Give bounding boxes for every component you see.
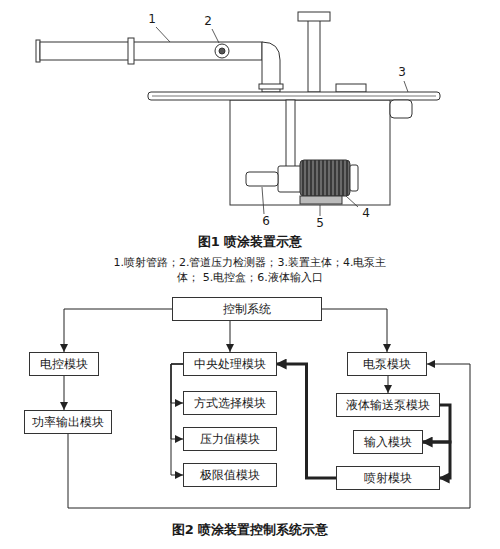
device-tank (230, 100, 390, 205)
module-box: 中央处理模块 (183, 352, 277, 376)
module-label: 喷射模块 (344, 471, 432, 485)
leader-line (346, 196, 358, 207)
connector-arrow (171, 364, 183, 475)
pump-head (278, 166, 302, 192)
module-label: 压力值模块 (191, 432, 269, 446)
side-housing (390, 100, 412, 118)
callout-number: 4 (362, 206, 370, 220)
liquid-inlet (246, 172, 278, 186)
module-label: 电泵模块 (355, 357, 419, 371)
module-box: 喷射模块 (336, 466, 440, 490)
module-label: 电控模块 (37, 357, 91, 371)
connector-arrow (277, 364, 336, 478)
connector-arrow (171, 364, 183, 403)
control-box (300, 196, 342, 204)
device-top-plate (148, 92, 440, 100)
module-box: 极限值模块 (183, 463, 277, 487)
connector-arrow (322, 309, 387, 352)
connector-arrow (230, 321, 231, 352)
parts-list: 1.喷射管路；2.管道压力检测器；3.装置主体；4.电泵主体； 5.电控盒；6.… (105, 255, 395, 285)
module-label: 液体输送泵模块 (344, 398, 432, 412)
callout-number: 6 (262, 214, 270, 228)
module-label: 控制系统 (180, 302, 314, 316)
vent-cap (298, 12, 330, 21)
figure-caption: 图1 喷涂装置示意 (198, 234, 303, 250)
top-fitting (336, 84, 366, 92)
module-label: 功率输出模块 (32, 415, 104, 429)
callout-number: 3 (398, 65, 406, 79)
pipe-end-flange (36, 40, 40, 62)
module-box: 方式选择模块 (183, 391, 277, 415)
vent-stack (308, 20, 320, 92)
module-box: 液体输送泵模块 (336, 393, 440, 417)
module-label: 输入模块 (361, 435, 415, 449)
pipe-flange (128, 38, 134, 64)
module-label: 方式选择模块 (191, 396, 269, 410)
leader-line (262, 187, 264, 214)
callout-number: 2 (204, 14, 212, 28)
pump-riser (286, 100, 295, 168)
spray-pipe (40, 42, 262, 60)
module-box: 电控模块 (29, 352, 99, 376)
plate-edge (152, 96, 436, 97)
pressure-detector-core (219, 48, 225, 54)
module-box: 压力值模块 (183, 427, 277, 451)
callout-number: 1 (148, 12, 156, 26)
module-label: 中央处理模块 (191, 357, 269, 371)
connector-arrow (68, 364, 470, 508)
motor-end-cap (350, 165, 358, 191)
elbow-flange (259, 84, 283, 89)
module-box: 电泵模块 (347, 352, 427, 376)
connector-arrow (64, 309, 172, 352)
module-box: 控制系统 (172, 297, 322, 321)
leader-line (212, 29, 219, 43)
callout-number: 5 (316, 216, 324, 230)
connector-arrow (388, 376, 389, 393)
module-box: 功率输出模块 (24, 410, 112, 434)
connector-arrow (64, 376, 65, 410)
pressure-detector (215, 44, 229, 58)
module-box: 输入模块 (353, 430, 423, 454)
leader-line (404, 81, 408, 92)
connector-arrow (171, 364, 183, 439)
leader-line (320, 205, 321, 216)
pump-motor (300, 160, 350, 196)
module-label: 极限值模块 (191, 468, 269, 482)
figure-caption: 图2 喷涂装置控制系统示意 (172, 522, 329, 538)
leader-line (156, 27, 170, 42)
